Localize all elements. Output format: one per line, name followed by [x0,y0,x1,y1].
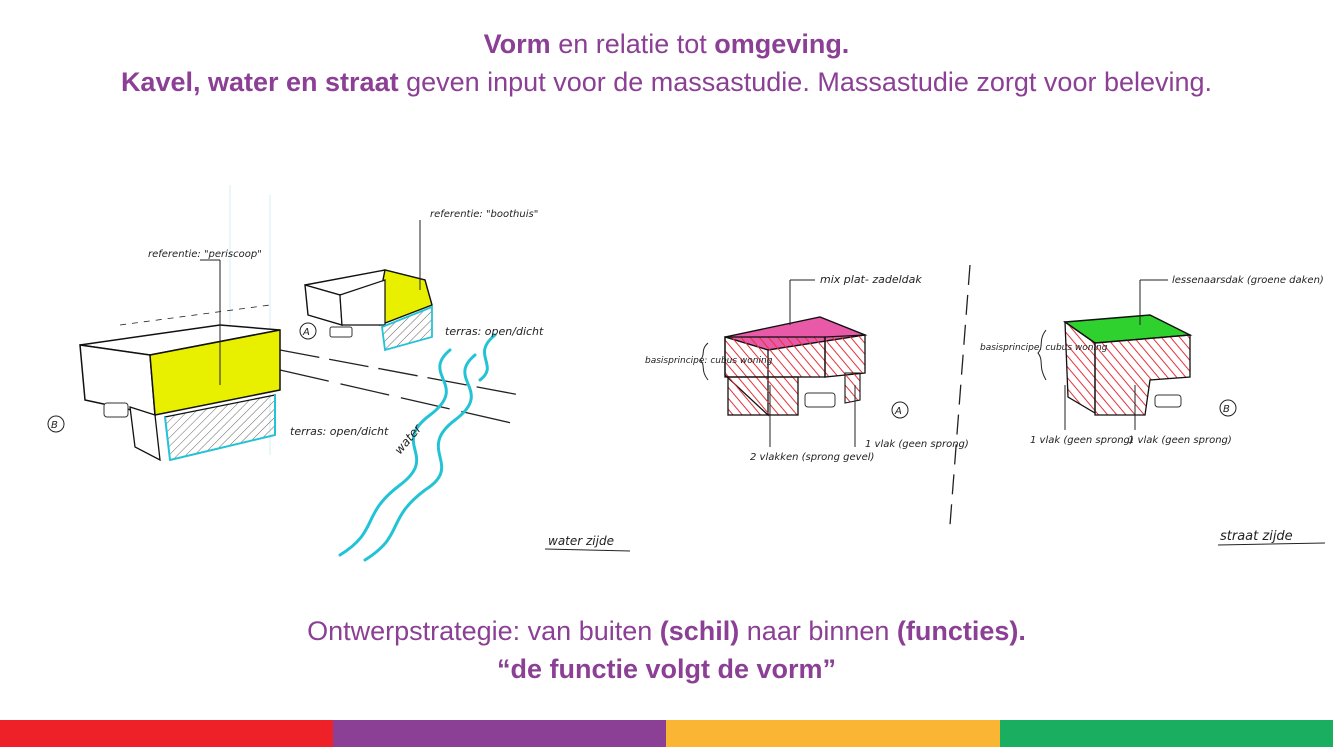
marker-b-right: B [1223,404,1230,415]
label-basis-b: basisprincipe: cubus woning [980,343,1108,353]
label-2-vlakken: 2 vlakken (sprong gevel) [750,452,874,463]
marker-b: B [51,420,58,431]
stripe-yellow [666,720,1000,747]
stripe-purple [333,720,666,747]
strategy-text-2: naar binnen [739,616,897,646]
header-bold-kavel: Kavel, water en straat [120,67,399,97]
label-1-vlak-b1: 1 vlak (geen sprong) [1030,435,1134,446]
label-roof-a: mix plat- zadeldak [820,273,922,286]
label-terras-bottom: terras: open/dicht [290,425,389,438]
header-text: en relatie tot [550,29,715,59]
header-text-2: geven input voor de massastudie. Massast… [398,67,1213,97]
marker-a-right: A [894,406,902,417]
label-1-vlak-a: 1 vlak (geen sprong) [865,439,969,450]
stripe-green [1000,720,1333,747]
stripe-red [0,720,333,747]
strategy-bold-functies: (functies). [896,616,1026,646]
label-ref-periscoop: referentie: "periscoop" [148,249,262,260]
label-1-vlak-b2: 1 vlak (geen sprong) [1128,435,1232,446]
header-bold-vorm: Vorm [483,29,551,59]
strategy-line: Ontwerpstrategie: van buiten (schil) naa… [0,613,1333,649]
house-periscoop [79,259,281,462]
quote-line: “de functie volgt de vorm” [496,654,837,684]
label-water-zijde: water zijde [548,534,614,548]
label-basis-a: basisprincipe: cubus woning [645,356,773,366]
label-straat-zijde: straat zijde [1220,529,1293,544]
header-line-2: Kavel, water en straat geven input voor … [0,64,1333,100]
house-a [699,279,868,447]
header-bold-omgeving: omgeving. [714,29,850,59]
strategy-bold-schil: (schil) [659,616,740,646]
label-roof-b: lessenaarsdak (groene daken) [1172,275,1324,286]
water-waves [338,333,497,562]
house-boothuis [304,220,433,352]
label-ref-boothuis: referentie: "boothuis" [430,209,538,220]
sketch-street-side: mix plat- zadeldak lessenaarsdak (groene… [645,264,1326,546]
sketch-water-side: referentie: "periscoop" referentie: "boo… [47,185,631,562]
periscoop-yellow-face [149,329,281,416]
header-line-1: Vorm en relatie tot omgeving. [0,26,1333,62]
label-terras-top: terras: open/dicht [445,325,544,338]
strategy-text-1: Ontwerpstrategie: van buiten [307,616,660,646]
house-b [1037,279,1193,430]
marker-a: A [302,327,310,338]
